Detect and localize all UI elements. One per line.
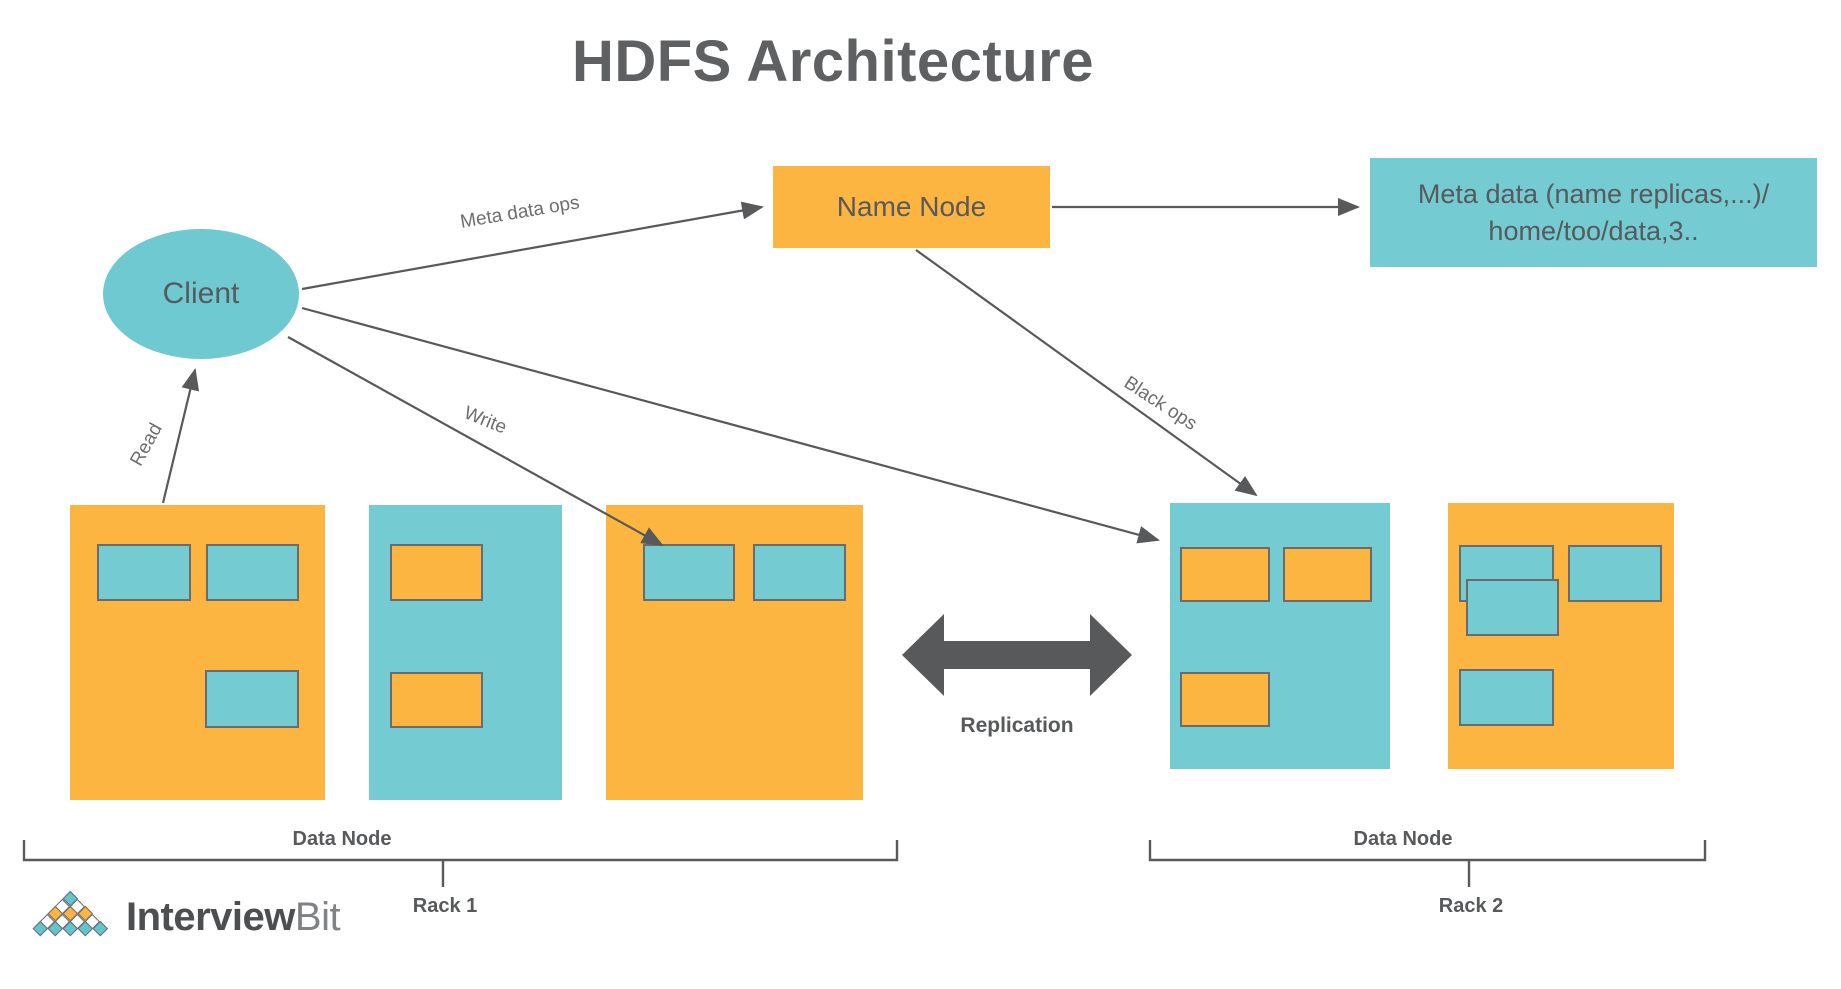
datanode-panel-2 <box>369 505 562 800</box>
data-block <box>643 544 735 601</box>
interviewbit-logo-icon <box>28 890 112 943</box>
client-label: Client <box>162 277 240 310</box>
data-block <box>753 544 846 601</box>
client-node: Client <box>103 229 299 359</box>
logo-text-light: Bit <box>294 894 341 939</box>
rack1-label: Rack 1 <box>412 895 478 917</box>
edge-label-read: Read <box>126 419 167 470</box>
data-block <box>1180 672 1270 727</box>
metadata-node: Meta data (name replicas,...)/ home/too/… <box>1370 158 1817 267</box>
rack1-data-node-label: Data Node <box>292 828 392 850</box>
metadata-line1: Meta data (name replicas,...)/ <box>1417 179 1770 210</box>
data-block <box>390 672 483 728</box>
data-block <box>206 544 299 601</box>
data-block <box>390 544 483 601</box>
datanode-panel-3 <box>606 505 863 800</box>
datanode-panel-5 <box>1448 503 1674 769</box>
data-block <box>1568 545 1662 602</box>
data-block <box>1283 547 1372 602</box>
data-block <box>1180 547 1270 602</box>
datanode-panel-4 <box>1170 503 1390 769</box>
data-block <box>1459 669 1554 726</box>
replication-arrow-icon <box>902 614 1132 696</box>
edge-namenode-to-datanode-blackops <box>915 249 1258 497</box>
rack2-label: Rack 2 <box>1438 895 1504 917</box>
replication-label: Replication <box>960 714 1074 737</box>
interviewbit-logo: InterviewBit <box>28 890 341 943</box>
edge-label-write: Write <box>460 402 510 439</box>
metadata-line2: home/too/data,3.. <box>1488 215 1699 246</box>
name-node: Name Node <box>773 166 1050 248</box>
datanode-panel-1 <box>70 505 325 800</box>
data-block <box>1466 579 1559 636</box>
edge-label-black-ops: Black ops <box>1120 372 1201 435</box>
page-title: HDFS Architecture <box>571 29 1094 94</box>
edge-label-meta-data-ops: Meta data ops <box>458 192 582 233</box>
interviewbit-logo-text: InterviewBit <box>126 894 341 940</box>
data-block <box>205 670 299 728</box>
rack2-data-node-label: Data Node <box>1353 828 1453 850</box>
logo-text-bold: Interview <box>126 894 295 939</box>
data-block <box>97 544 191 601</box>
edge-read-to-client <box>161 368 200 504</box>
bracket-rack1 <box>22 840 899 862</box>
name-node-label: Name Node <box>836 191 987 222</box>
